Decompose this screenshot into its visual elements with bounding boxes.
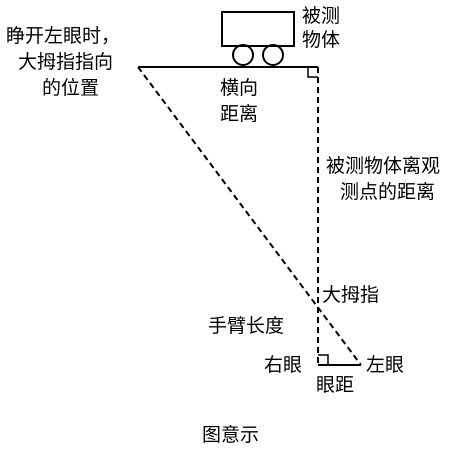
thumb-label: 大拇指: [322, 284, 379, 306]
object-label: 被测 物体: [302, 5, 346, 51]
object-distance-label: 被测物体离观 测点的距离: [326, 155, 446, 203]
left-eye-label: 左眼: [366, 354, 404, 376]
thumb-position-label: 睁开左眼时， 大拇指指向 的位置: [6, 25, 126, 99]
sight-line-dashed: [137, 66, 362, 366]
arm-length-label: 手臂长度: [208, 315, 284, 337]
diagram-title: 图意示: [202, 424, 259, 446]
right-eye-label: 右眼: [264, 354, 302, 376]
right-angle-marker-top: [307, 67, 318, 78]
right-angle-marker-bottom: [318, 354, 329, 365]
cart-icon: [221, 11, 295, 66]
lateral-distance-label: 横向 距离: [220, 77, 264, 125]
eye-distance-label: 眼距: [316, 374, 354, 396]
